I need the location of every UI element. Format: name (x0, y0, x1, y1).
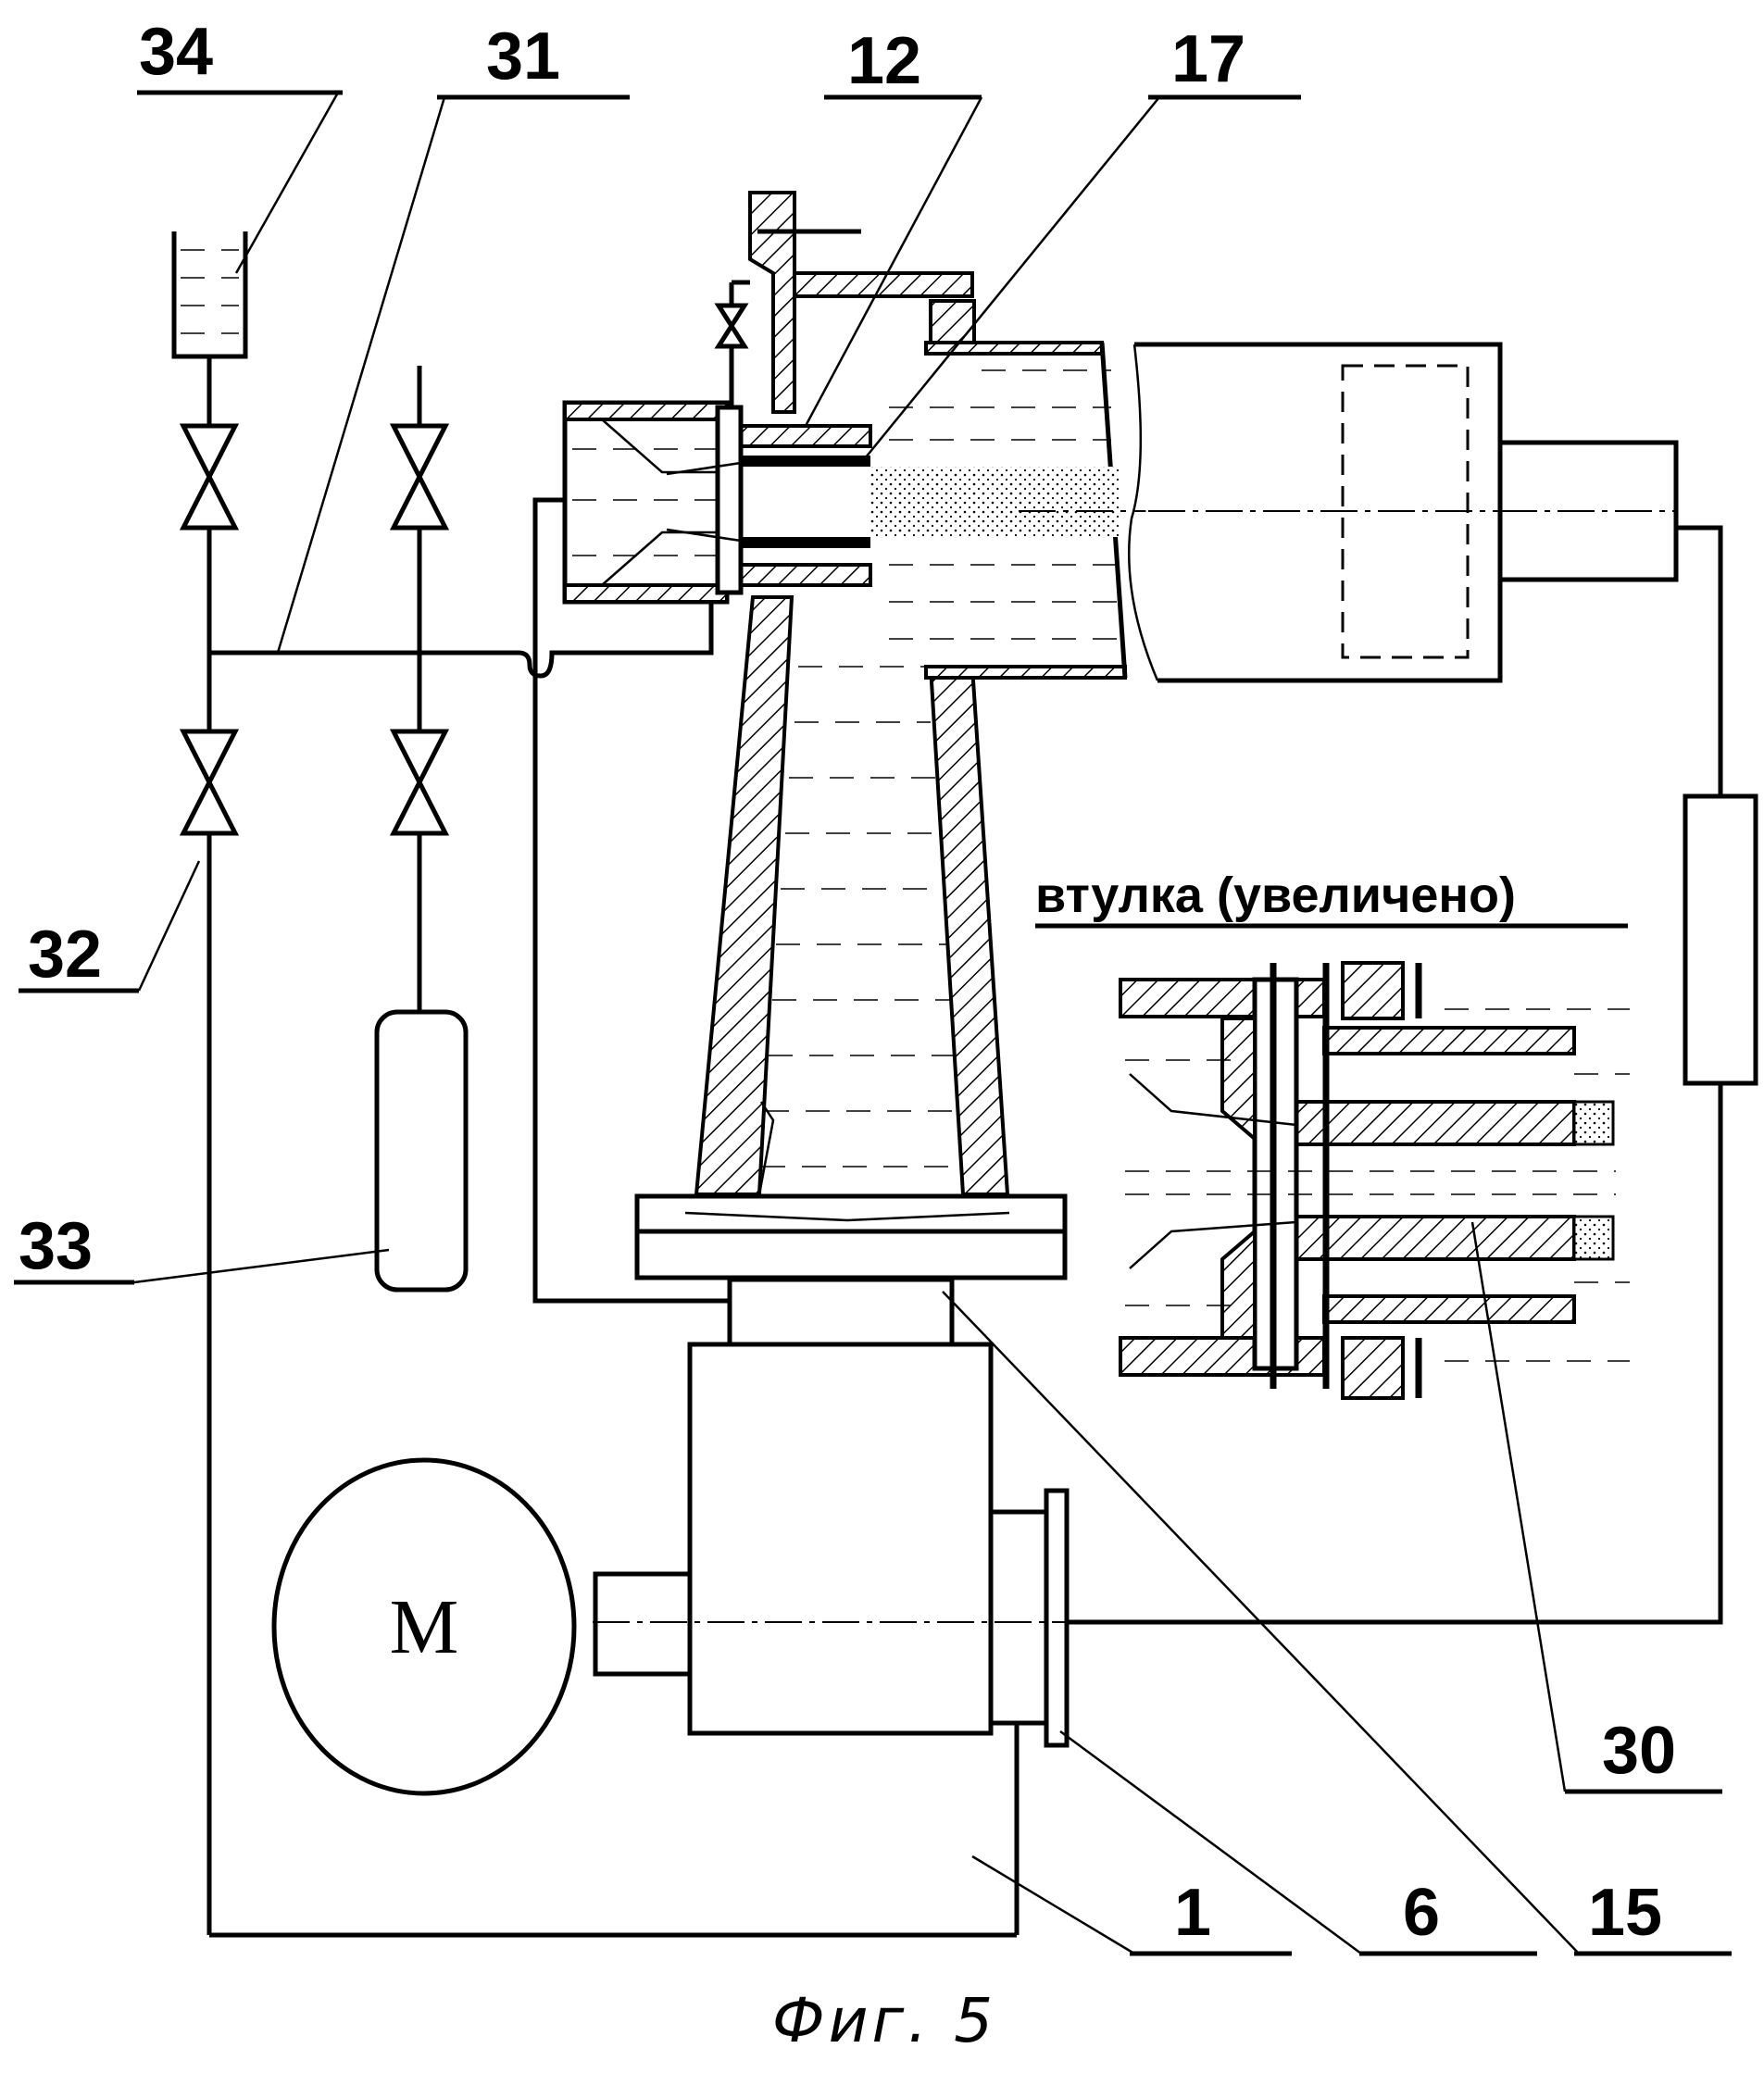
reservoir-34 (171, 231, 248, 359)
bushing-12 (666, 405, 1120, 595)
base-flange (634, 1193, 1068, 1280)
inset-bushing-detail (1119, 961, 1630, 1400)
leader-30 (1470, 1221, 1567, 1792)
figure-caption: Фиг. 5 (772, 1985, 996, 2056)
motor (271, 1457, 577, 1796)
diffuser-column (694, 595, 1010, 1196)
leader-33 (133, 1248, 390, 1284)
leader-12 (804, 96, 983, 427)
leader-15 (942, 1291, 1580, 1954)
top-inlet (714, 191, 976, 414)
nozzle-housing (562, 400, 730, 605)
callout-6: 6 (1403, 1876, 1440, 1950)
callout-32: 32 (28, 918, 102, 992)
motor-shaft (593, 1571, 693, 1677)
leader-31 (276, 96, 446, 654)
valve-lower-middle (389, 729, 450, 836)
leader-1 (971, 1854, 1135, 1955)
valve-upper-middle (389, 423, 450, 531)
load-wire (1676, 525, 1723, 796)
load-resistor (1683, 793, 1758, 1086)
generator-housing (1134, 342, 1503, 683)
leader-17 (860, 96, 1160, 464)
inset-caption: втулка (увеличено) (1035, 868, 1516, 923)
load-wire-return (1065, 1083, 1723, 1625)
callout-34: 34 (139, 15, 213, 89)
coupling-6 (1044, 1488, 1070, 1748)
pump-flange (988, 1509, 1049, 1726)
callout-12: 12 (847, 24, 921, 98)
leader-6 (1059, 1730, 1362, 1955)
leader-32 (137, 860, 201, 992)
pump-neck (727, 1277, 955, 1347)
valve-upper-left (179, 423, 240, 531)
callout-15: 15 (1588, 1876, 1662, 1950)
callout-31: 31 (486, 19, 560, 94)
gas-bottle-33 (374, 1009, 469, 1293)
motor-label: М (390, 1584, 459, 1670)
callout-17: 17 (1171, 22, 1245, 96)
manifold-31 (209, 604, 714, 679)
callout-1: 1 (1174, 1876, 1211, 1950)
leader-34 (234, 92, 340, 274)
pump-1 (687, 1342, 994, 1736)
callout-30: 30 (1602, 1714, 1676, 1788)
wire-loop (532, 497, 732, 1304)
chamber-bottom-wall (924, 665, 1127, 680)
callout-33: 33 (19, 1209, 93, 1283)
valve-32 (179, 729, 240, 836)
